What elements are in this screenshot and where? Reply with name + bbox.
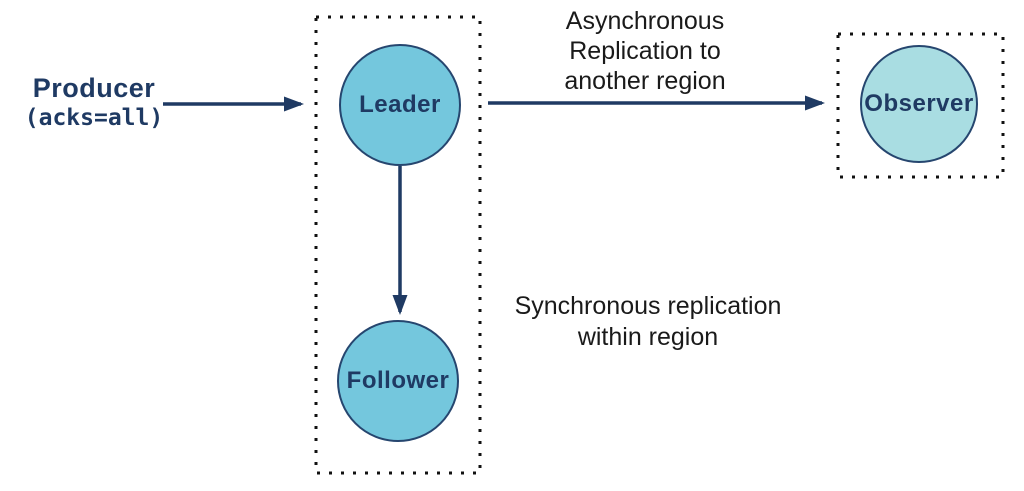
node-leader-label: Leader — [359, 91, 441, 118]
async-replication-line-3: another region — [564, 67, 726, 95]
node-follower-label: Follower — [346, 367, 450, 394]
sync-replication-line-1: Synchronous replication — [514, 292, 782, 320]
sync-replication-label: Synchronous replication within region — [478, 291, 818, 353]
sync-replication-line-2: within region — [577, 323, 719, 351]
node-leader: Leader — [339, 44, 461, 166]
producer-title: Producer — [32, 73, 156, 103]
node-observer: Observer — [860, 45, 978, 163]
async-replication-line-2: Replication to — [569, 37, 721, 65]
producer-config: (acks=all) — [24, 105, 164, 131]
node-observer-label: Observer — [864, 90, 974, 117]
async-replication-line-1: Asynchronous — [565, 7, 725, 35]
node-follower: Follower — [337, 320, 459, 442]
async-replication-label: Asynchronous Replication to another regi… — [475, 6, 815, 96]
producer-label: Producer (acks=all) — [10, 72, 178, 132]
